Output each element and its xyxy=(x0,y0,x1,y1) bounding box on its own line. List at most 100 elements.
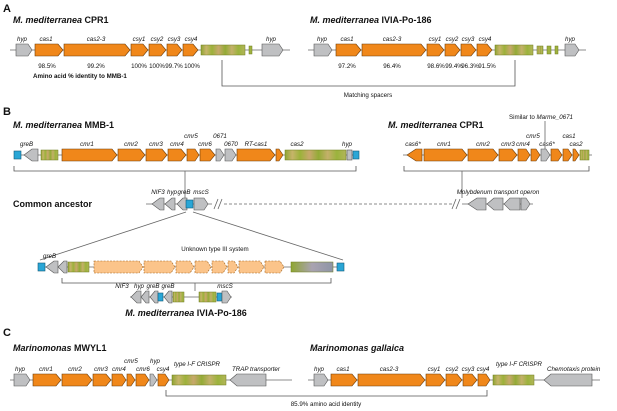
gene-label: hyp xyxy=(342,141,353,148)
break-mark xyxy=(451,198,461,210)
gene-label: cas6* xyxy=(539,141,555,148)
gene-label: cmr3 xyxy=(149,141,163,148)
title-species: M. mediterranea xyxy=(13,120,82,130)
moly-label: Molybdenum transport operon xyxy=(457,189,540,196)
crispr-array xyxy=(290,261,334,273)
gene-label: csy1 xyxy=(429,36,442,43)
crispr-array xyxy=(492,374,535,386)
gene-cmr5 xyxy=(530,148,541,162)
gene-cas1 xyxy=(34,43,64,57)
gene-moly xyxy=(467,197,487,211)
gene-cas2 xyxy=(275,148,284,162)
gene-label: cas2-3 xyxy=(87,36,106,43)
gene-csy4 xyxy=(477,373,491,387)
gene-label: cmr5 xyxy=(124,358,138,365)
gene-label: csy3 xyxy=(462,36,475,43)
identity-value: 100% xyxy=(149,63,165,70)
gene-hyp xyxy=(313,43,333,57)
gene-label: cas1 xyxy=(562,133,575,140)
gene-label: cmr3 xyxy=(501,141,515,148)
panel-label-c: C xyxy=(3,327,11,339)
gene-label: cmr6 xyxy=(198,141,212,148)
gene-0671 xyxy=(215,148,225,162)
gene-cas6 xyxy=(550,148,563,162)
identity-value: 91.5% xyxy=(478,63,496,70)
gene-csy2 xyxy=(445,373,463,387)
identity-value: 98.5% xyxy=(38,63,56,70)
gene-moly xyxy=(486,197,504,211)
gene-label: mscS xyxy=(217,283,233,290)
gene-blue xyxy=(336,262,345,272)
panel-c-right-title: Marinomonas gallaica xyxy=(310,343,404,353)
gene-label: hyp xyxy=(266,36,277,43)
title-species: M. mediterranea xyxy=(388,120,457,130)
gene-hyp xyxy=(149,373,158,387)
gene-cmr2 xyxy=(61,373,93,387)
gene-label: cmr5 xyxy=(184,133,198,140)
gene-label: 0671 xyxy=(213,133,227,140)
gene-label: cas2-3 xyxy=(383,36,402,43)
gene-label: cmr5 xyxy=(526,133,540,140)
gene-hyp xyxy=(261,43,284,57)
crispr-array xyxy=(40,149,59,161)
gene-label: cas1 xyxy=(39,36,52,43)
gene-rt-cas1 xyxy=(236,148,276,162)
gene-csy4 xyxy=(157,373,170,387)
gene-cas1 xyxy=(335,43,362,57)
gene-label: 0670 xyxy=(224,141,238,148)
gene-csy3 xyxy=(166,43,183,57)
gene-cmr6 xyxy=(135,373,150,387)
gene-cas2-3 xyxy=(361,43,427,57)
gene-blue xyxy=(352,150,360,160)
gene-label: cmr1 xyxy=(39,366,53,373)
gene-greb xyxy=(149,290,159,304)
crispr-array xyxy=(172,291,185,303)
gene-cmr5 xyxy=(126,373,136,387)
gene-cas2-3 xyxy=(63,43,131,57)
gene-cas6 xyxy=(406,148,423,162)
crispr-array xyxy=(554,45,559,55)
gene-csy3 xyxy=(462,373,478,387)
trap-label: TRAP transporter xyxy=(232,366,281,373)
gene-label: hyp xyxy=(317,36,328,43)
crispr-array xyxy=(494,44,534,56)
identity-value: 99.7% xyxy=(165,63,183,70)
crispr-label: type I-F CRISPR xyxy=(496,361,542,368)
gene-moly xyxy=(503,197,521,211)
gene-label: csy2 xyxy=(446,36,459,43)
title-strain: CPR1 xyxy=(85,15,109,25)
crispr-array xyxy=(579,149,590,161)
crispr-array xyxy=(198,291,217,303)
crispr-array xyxy=(200,44,246,56)
gene-label: hyp xyxy=(17,36,28,43)
gene-hyp xyxy=(13,373,31,387)
gene-label: csy4 xyxy=(477,366,490,373)
gene-label: hyp xyxy=(150,358,161,365)
similar-to-text: Similar to xyxy=(509,114,535,121)
title-species: M. mediterranea xyxy=(125,308,194,318)
ivia-title: M. mediterranea IVIA-Po-186 xyxy=(125,308,247,318)
gene-label: cmr2 xyxy=(124,141,138,148)
gene-csy3 xyxy=(460,43,477,57)
identity-value: 96.3% xyxy=(461,63,479,70)
gene-cas2 xyxy=(572,148,580,162)
gene-label: greB xyxy=(20,141,33,148)
gene-unknown xyxy=(238,260,265,274)
identity-value: 99.4% xyxy=(445,63,463,70)
gene-blue xyxy=(216,292,223,302)
gene-unknown xyxy=(93,260,144,274)
gene-label: hyp xyxy=(565,36,576,43)
gene-moly xyxy=(520,197,531,211)
gene-label: mscS xyxy=(193,189,209,196)
gene-label: cas6* xyxy=(405,141,421,148)
panel-c-left-title: Marinomonas MWYL1 xyxy=(13,343,107,353)
panel-a-left-title: M. mediterranea CPR1 xyxy=(13,15,109,25)
unknown-system-label: Unknown type III system xyxy=(181,246,248,253)
gene-label: csy4 xyxy=(185,36,198,43)
gene-label: csy3 xyxy=(462,366,475,373)
gene-label: cmr4 xyxy=(516,141,530,148)
common-ancestor-label: Common ancestor xyxy=(13,199,93,209)
gene-cmr3 xyxy=(92,373,112,387)
gene-hyp xyxy=(164,197,176,211)
gene-cas1 xyxy=(562,148,573,162)
